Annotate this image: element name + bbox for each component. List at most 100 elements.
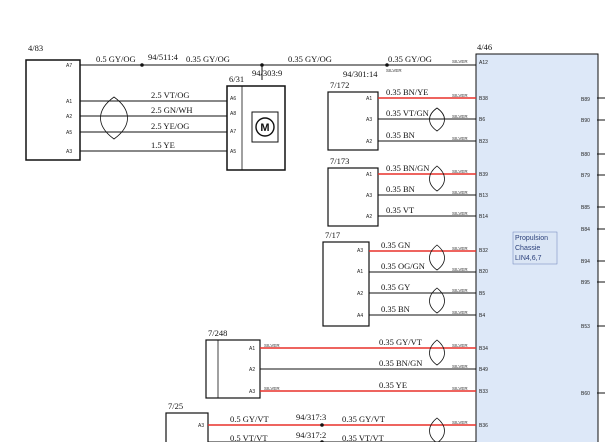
ecu-desc-line-3: LIN4,6,7 xyxy=(515,255,542,262)
wire-group-7-172: 0.35 BN/YE 0.35 VT/GN 0.35 BN SILVER SIL… xyxy=(378,87,476,142)
ecu-pin: B36 xyxy=(479,423,488,429)
splice-label: 94/301:14 xyxy=(343,69,378,79)
ecu-description: Propulsion Chassie LIN4,6,7 xyxy=(512,231,558,265)
wire-label: 0.5 GY/VT xyxy=(230,414,270,424)
silver-label: SILVER xyxy=(452,169,468,174)
silver-label: SILVER xyxy=(264,386,280,391)
ecu-pin: B79 xyxy=(581,173,590,179)
wire-label: 2.5 VT/OG xyxy=(151,90,190,100)
wire-label: 0.35 VT xyxy=(386,205,415,215)
silver-label: SILVER xyxy=(452,343,468,348)
ecu-pin: B38 xyxy=(479,96,488,102)
wire-group-7-17: 0.35 GN 0.35 OG/GN 0.35 GY 0.35 BN SILVE… xyxy=(369,240,476,316)
motor-symbol-frame xyxy=(251,111,279,143)
pin: A6 xyxy=(230,96,236,102)
wire-label: 0.35 VT/VT xyxy=(342,433,385,442)
silver-label: SILVER xyxy=(452,420,468,425)
connector-7-173 xyxy=(327,167,379,227)
wire-label: 0.35 BN/GN xyxy=(386,163,429,173)
ecu-right-pins: B89 B90 B80 B79 B85 B84 B94 B95 B53 B60 xyxy=(581,97,605,397)
ecu-pin: B60 xyxy=(581,391,590,397)
pin: A1 xyxy=(357,269,363,275)
motor-wires: 2.5 VT/OG 2.5 GN/WH 2.5 YE/OG 1.5 YE xyxy=(80,90,227,152)
wire-label: 0.35 GN xyxy=(381,240,410,250)
pin: A2 xyxy=(66,114,72,120)
connector-7-17 xyxy=(322,241,370,327)
ecu-pin: B4 xyxy=(479,313,485,319)
ecu-pin: B80 xyxy=(581,152,590,158)
pin: A8 xyxy=(230,111,236,117)
ecu-pin: B20 xyxy=(479,269,488,275)
silver-label: SILVER xyxy=(452,114,468,119)
pin: A5 xyxy=(66,130,72,136)
wire-label: 0.35 BN/GN xyxy=(379,358,422,368)
pin: A2 xyxy=(357,291,363,297)
ecu-pin: A12 xyxy=(479,60,488,66)
ecu-desc-line-1: Propulsion xyxy=(515,235,548,242)
pin: A1 xyxy=(366,96,372,102)
connector-label: 7/25 xyxy=(168,401,183,411)
silver-label: SILVER xyxy=(452,386,468,391)
wire-group-7-25: 0.5 GY/VT 94/317:3 0.35 GY/VT SILVER 0.5… xyxy=(208,412,476,442)
connector-label: 7/248 xyxy=(208,328,227,338)
pin: A1 xyxy=(66,99,72,105)
ecu-pin: B53 xyxy=(581,324,590,330)
pin: A4 xyxy=(357,313,363,319)
pin: A1 xyxy=(366,172,372,178)
silver-label: SILVER xyxy=(452,364,468,369)
connector-label: 7/173 xyxy=(330,156,349,166)
wire-label: 1.5 YE xyxy=(151,140,175,150)
connector-label: 7/17 xyxy=(325,230,340,240)
wire-label: 0.35 GY/OG xyxy=(186,54,230,64)
ecu-desc-line-2: Chassie xyxy=(515,245,540,252)
wire-label: 0.35 OG/GN xyxy=(381,261,425,271)
silver-label: SILVER xyxy=(452,310,468,315)
silver-label: SILVER xyxy=(452,288,468,293)
silver-label: SILVER xyxy=(452,59,468,64)
connector-7-248-housing xyxy=(205,339,219,399)
silver-label: SILVER xyxy=(452,93,468,98)
splice-label: 94/511:4 xyxy=(148,52,179,62)
connector-label: 7/172 xyxy=(330,80,349,90)
ecu-pin: B32 xyxy=(479,248,488,254)
ecu-pin: B95 xyxy=(581,280,590,286)
pin: A3 xyxy=(366,117,372,123)
splice-label: 94/317:2 xyxy=(296,430,326,440)
pin: A3 xyxy=(66,149,72,155)
pin: A2 xyxy=(366,139,372,145)
wire-label: 0.35 VT/GN xyxy=(386,108,429,118)
pin: A3 xyxy=(366,193,372,199)
pin: A7 xyxy=(66,63,72,69)
connector-label: 4/83 xyxy=(28,43,43,53)
pin: A7 xyxy=(230,129,236,135)
wire-label: 0.35 GY/OG xyxy=(388,54,432,64)
ecu-connector-label: 4/46 xyxy=(477,42,492,52)
pin: A3 xyxy=(357,248,363,254)
ecu-left-pins: A12 B38 B6 B23 B39 B13 B14 B32 B20 B5 B4… xyxy=(479,60,488,429)
splice-label: 94/317:3 xyxy=(296,412,326,422)
wire-label: 0.35 GY xyxy=(381,282,410,292)
ecu-pin: B89 xyxy=(581,97,590,103)
wire-label: 0.35 BN/YE xyxy=(386,87,429,97)
wire-label: 0.35 YE xyxy=(379,380,407,390)
ecu-pin: B33 xyxy=(479,389,488,395)
wire-label: 0.5 GY/OG xyxy=(96,54,136,64)
ecu-pin: B13 xyxy=(479,193,488,199)
ecu-pin: B90 xyxy=(581,118,590,124)
splice-label: 94/303:9 xyxy=(252,68,282,78)
silver-label: SILVER xyxy=(264,343,280,348)
motor-connector-6-31 xyxy=(226,85,286,171)
ecu-pin: B5 xyxy=(479,291,485,297)
wire-group-7-173: 0.35 BN/GN 0.35 BN 0.35 VT SILVER SILVER… xyxy=(378,163,476,217)
ecu-pin: B14 xyxy=(479,214,488,220)
connector-label: 6/31 xyxy=(229,74,244,84)
wire-label: 0.35 GY/VT xyxy=(379,337,423,347)
pin: A2 xyxy=(366,214,372,220)
silver-label: SILVER xyxy=(452,267,468,272)
wire-label: 0.35 BN xyxy=(386,130,415,140)
silver-label: SILVER xyxy=(452,211,468,216)
wire-label: 2.5 GN/WH xyxy=(151,105,193,115)
pin: A2 xyxy=(249,367,255,373)
silver-label: SILVER xyxy=(452,190,468,195)
